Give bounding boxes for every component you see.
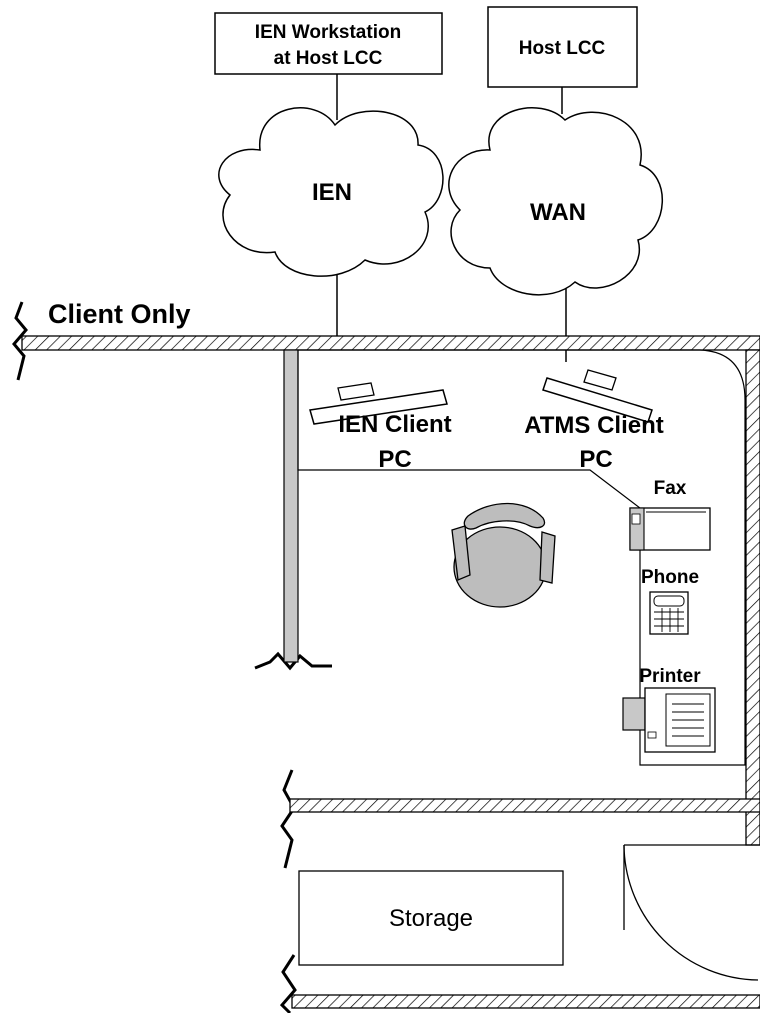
storage-box: Storage	[298, 870, 564, 966]
atms-client-label-1: ATMS Client	[524, 412, 664, 439]
ien-client-label-1: IEN Client	[338, 411, 451, 438]
desk-outline	[297, 349, 746, 766]
atms-client-label-2: PC	[579, 446, 612, 473]
partition-break	[254, 651, 332, 671]
wan-cloud: WAN	[448, 107, 664, 296]
fax-icon	[629, 507, 711, 551]
host-lcc-label: Host LCC	[519, 38, 606, 59]
wall-break-bottom-left	[280, 769, 296, 869]
phone-label: Phone	[641, 567, 699, 588]
storage-label: Storage	[389, 905, 473, 932]
atms-client-monitor-icon	[542, 369, 653, 423]
fax-label: Fax	[654, 478, 687, 499]
wall-break-top-left	[12, 301, 28, 381]
printer-label: Printer	[639, 666, 701, 687]
ien-client-label-2: PC	[378, 446, 411, 473]
ien-cloud: IEN	[218, 107, 444, 277]
ien-cloud-label: IEN	[312, 179, 352, 206]
chair-icon	[451, 502, 556, 608]
printer-icon	[622, 687, 716, 753]
ien-workstation-label-1: IEN Workstation	[255, 22, 401, 43]
door-swing	[623, 844, 760, 981]
ien-client-monitor-icon	[309, 382, 448, 425]
host-lcc-box: Host LCC	[487, 6, 638, 88]
ien-workstation-box: IEN Workstation at Host LCC	[214, 12, 443, 75]
ien-workstation-label-2: at Host LCC	[274, 48, 383, 69]
floor-wall	[291, 994, 760, 1009]
top-wall	[21, 335, 760, 351]
wall-break-storage	[279, 954, 297, 1013]
phone-icon	[649, 591, 689, 635]
right-wall	[745, 349, 760, 846]
bottom-wall	[289, 798, 760, 813]
client-only-label: Client Only	[48, 299, 191, 329]
wan-cloud-label: WAN	[530, 199, 586, 226]
interior-partition	[283, 349, 299, 663]
